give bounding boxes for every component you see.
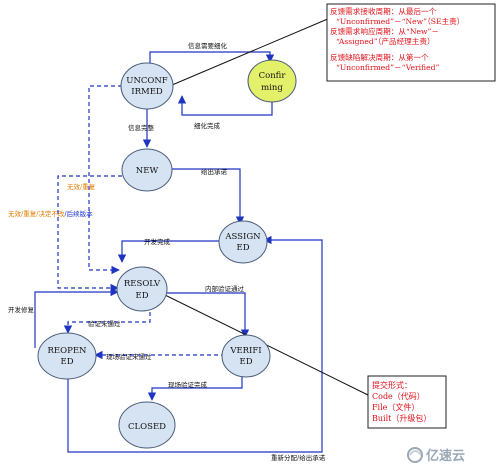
edge-needs-refinement	[149, 51, 275, 65]
watermark-text: 亿速云	[426, 448, 465, 464]
node-confirming-label-1: Confir	[259, 71, 287, 81]
edges	[34, 51, 323, 453]
label-reassign: 重新分配/给出承诺	[271, 453, 326, 462]
label-dev-done: 开发完成	[144, 237, 171, 246]
callout-top-line-5: 反馈缺陷解决周期：从第一个	[330, 52, 429, 62]
label-dev-fix: 开发修复	[8, 305, 35, 314]
label-field-verify-fail: 现场验证未通过	[106, 352, 152, 361]
callout-top-line-6: “Unconfirmed”－“Verified”	[336, 63, 439, 72]
edge-reassign	[67, 235, 323, 453]
label-assign-commit: 给出承诺	[201, 167, 228, 176]
node-verified-label-1: VERIFI	[229, 346, 261, 356]
edge-dev-done	[117, 240, 222, 263]
node-assigned[interactable]: ASSIGN ED	[218, 220, 268, 264]
node-unconfirmed-label-1: UNCONF	[126, 76, 168, 86]
node-assigned-label-1: ASSIGN	[224, 232, 261, 242]
node-assigned-label-2: ED	[236, 243, 249, 253]
callout-top: 反馈需求接收周期：从最后一个 “Unconfirmed”－“New”（SE主责）…	[326, 3, 496, 82]
pointer-top	[164, 17, 331, 89]
resolution-labels: 无效/重复 无效/重复/决定不改/后续版本	[8, 182, 96, 218]
edge-labels: 信息需要细化 细化完成 信息完整 给出承诺 开发完成 内部验证通过 验证未通过 …	[8, 41, 326, 462]
watermark: 亿速云	[407, 447, 465, 464]
callout-bottom-title: 提交形式：	[372, 380, 412, 390]
label-verify-fail: 验证未通过	[88, 319, 121, 328]
label-info-complete: 信息完整	[128, 123, 155, 132]
node-unconfirmed-label-2: IRMED	[131, 87, 163, 97]
edge-internal-pass	[166, 292, 250, 338]
edge-refinement-done	[177, 95, 273, 116]
node-reopened-label-1: REOPEN	[48, 346, 87, 356]
node-resolved-label-2: ED	[135, 291, 148, 301]
label-invalid-dup: 无效/重复	[67, 182, 96, 191]
node-unconfirmed[interactable]: UNCONF IRMED	[120, 62, 174, 110]
edge-unconfirmed-resolved	[88, 85, 122, 275]
node-new[interactable]: NEW	[121, 148, 173, 192]
callout-top-line-1: 反馈需求接收周期：从最后一个	[330, 6, 437, 16]
node-reopened-label-2: ED	[60, 357, 73, 367]
node-reopened[interactable]: REOPEN ED	[37, 332, 97, 380]
node-verified-label-2: ED	[239, 357, 252, 367]
callout-top-line-4: “Assigned”（产品经理主责）	[336, 36, 435, 46]
label-internal-pass: 内部验证通过	[205, 284, 245, 293]
edge-assign	[172, 168, 245, 225]
callout-top-line-2: “Unconfirmed”－“New”（SE主责）	[336, 16, 464, 26]
callout-bottom-line-1: Code（代码）	[372, 391, 425, 401]
label-refinement-done: 细化完成	[194, 121, 221, 130]
edge-new-resolved	[57, 175, 122, 293]
label-needs-refinement: 信息需要细化	[188, 41, 228, 50]
edge-field-verify-done	[147, 375, 243, 401]
node-closed-label: CLOSED	[128, 422, 166, 432]
watermark-logo-icon	[407, 447, 423, 463]
callout-top-line-3: 反馈需求响应周期：从“New”－	[330, 26, 439, 36]
node-confirming[interactable]: Confir ming	[247, 59, 297, 103]
node-resolved-label-1: RESOLV	[124, 279, 161, 289]
callout-bottom-line-3: Built（升级包）	[372, 413, 431, 423]
node-confirming-label-2: ming	[261, 83, 283, 93]
node-verified[interactable]: VERIFI ED	[221, 334, 271, 378]
node-new-label: NEW	[136, 166, 159, 176]
edge-verify-fail	[63, 312, 151, 334]
node-closed[interactable]: CLOSED	[118, 401, 176, 449]
callout-bottom-line-2: File（文件）	[372, 402, 419, 412]
label-field-verify-done: 现场验证完成	[168, 380, 208, 389]
label-resolution: 无效/重复/决定不改/后续版本	[8, 209, 93, 218]
callout-bottom: 提交形式： Code（代码） File（文件） Built（升级包）	[367, 375, 447, 429]
edge-dev-fix	[34, 287, 119, 348]
node-resolved[interactable]: RESOLV ED	[116, 266, 168, 312]
